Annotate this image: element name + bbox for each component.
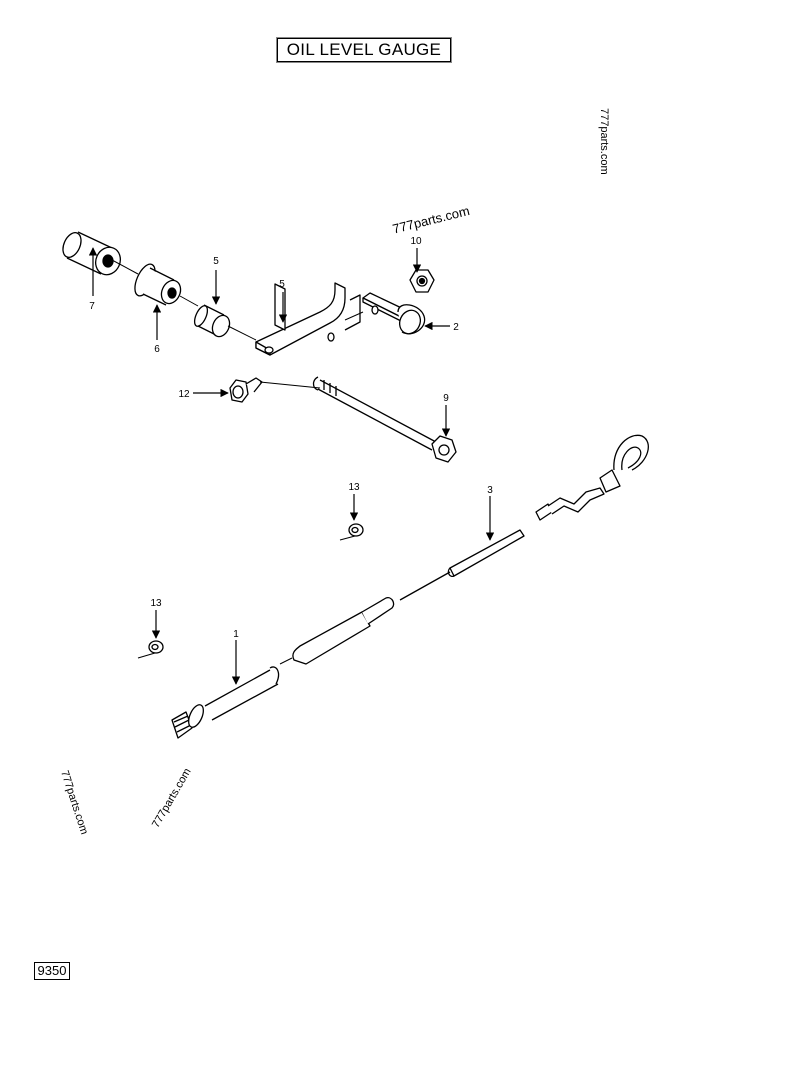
- part-9-long-bolt: [312, 376, 457, 463]
- leader-lines: [111, 259, 364, 665]
- callout-8: 7: [89, 301, 95, 312]
- callout-5: 5: [279, 279, 285, 290]
- part-3-dipstick: [399, 434, 649, 601]
- part-13-seal-lower: [148, 640, 164, 654]
- callout-2: 2: [453, 322, 459, 333]
- callout-7: 6: [154, 344, 160, 355]
- diagram-code: 9350: [34, 962, 70, 980]
- part-10-nut: [409, 269, 435, 293]
- callout-13-lower: 13: [150, 598, 162, 609]
- callout-6: 5: [213, 256, 219, 267]
- callout-3: 3: [487, 485, 493, 496]
- part-6-spacer: [193, 304, 231, 338]
- callout-9: 9: [443, 393, 449, 404]
- part-7-flanged-bushing: [134, 263, 182, 306]
- callout-numbers: 7 6 5 5 2 10 12 9 13 13 1 3: [89, 236, 493, 640]
- part-1-guide-tube: [171, 597, 395, 739]
- callout-10: 10: [410, 236, 422, 247]
- part-5-bracket: [255, 282, 361, 356]
- callout-13-upper: 13: [348, 482, 360, 493]
- page-title: OIL LEVEL GAUGE: [277, 38, 451, 62]
- callout-1: 1: [233, 629, 239, 640]
- part-12-bolt: [229, 377, 263, 403]
- callout-arrows: [88, 247, 495, 685]
- callout-12: 12: [178, 389, 190, 400]
- part-8-sleeve: [62, 231, 122, 276]
- part-2-clamp: [362, 292, 426, 335]
- part-13-seal-upper: [348, 523, 364, 537]
